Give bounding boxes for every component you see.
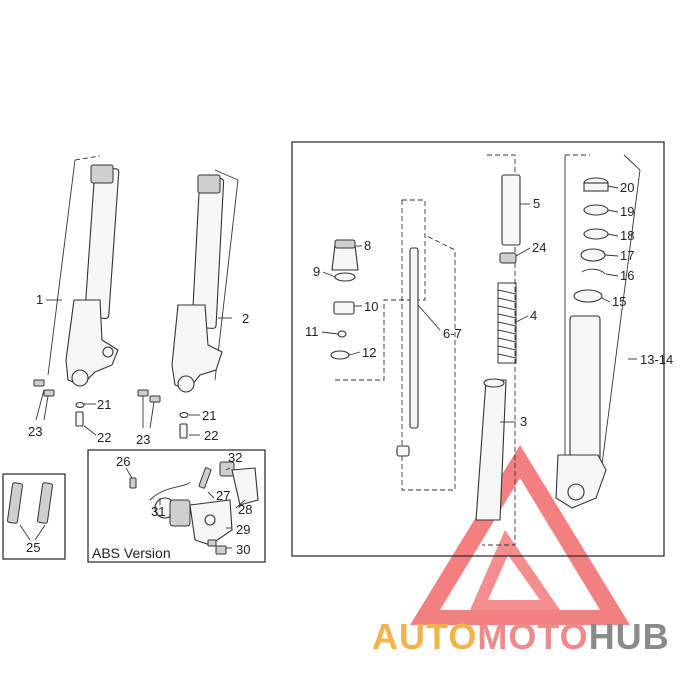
label-9: 9 [313,264,320,279]
part-labels: 1 2 21 22 23 21 22 23 25 26 27 28 29 30 … [26,180,673,561]
label-1: 1 [36,292,43,307]
abs-version-box [87,449,266,563]
label-8: 8 [364,238,371,253]
label-20: 20 [620,180,634,195]
label-19: 19 [620,204,634,219]
label-23a: 23 [28,424,42,439]
damper-rod-6-7 [396,200,456,491]
watermark-auto: AUTO [372,616,478,657]
fork-leg-2 [171,169,239,393]
fork-leg-1 [47,155,120,387]
label-27: 27 [216,488,230,503]
label-31: 31 [151,504,165,519]
bolts-23-left [33,379,55,421]
seal-stack-15-20 [565,154,609,303]
label-3: 3 [520,414,527,429]
bolts-23-right [137,389,161,429]
watermark-hub: HUB [588,616,670,657]
cap-assembly-8-12 [330,199,426,381]
label-21b: 21 [202,408,216,423]
abs-caption: ABS Version [92,545,171,561]
sliders-25 [7,482,53,541]
label-30: 30 [236,542,250,557]
label-4: 4 [530,308,537,323]
spring-assembly [475,154,521,546]
label-23b: 23 [136,432,150,447]
label-13-14: 13-14 [640,352,673,367]
label-26: 26 [116,454,130,469]
label-17: 17 [620,248,634,263]
label-2: 2 [242,311,249,326]
label-15: 15 [612,294,626,309]
part-25-box [2,473,66,560]
label-6-7: 6-7 [443,326,462,341]
label-22b: 22 [204,428,218,443]
label-21a: 21 [97,397,111,412]
leader-lines [46,185,637,549]
label-16: 16 [620,268,634,283]
label-18: 18 [620,228,634,243]
watermark-logo: AUTOMOTOHUB [372,616,670,658]
label-28: 28 [238,502,252,517]
label-12: 12 [362,345,376,360]
spring-4 [497,282,517,364]
internals-box [291,141,665,557]
watermark-triangle [410,445,630,625]
label-5: 5 [533,196,540,211]
watermark-moto: MOTO [477,616,589,657]
label-32: 32 [228,450,242,465]
label-22a: 22 [97,430,111,445]
label-24: 24 [532,240,546,255]
label-10: 10 [364,299,378,314]
label-11: 11 [305,324,319,339]
fork-lower-leg-13-14 [555,154,641,509]
label-25: 25 [26,540,40,555]
label-29: 29 [236,522,250,537]
washers-21-22 [75,401,189,439]
